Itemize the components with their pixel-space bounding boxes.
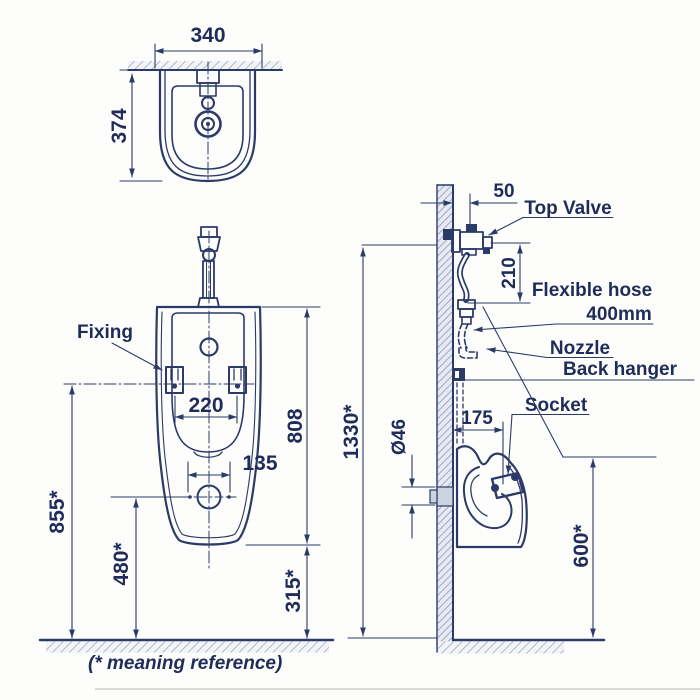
- nozzle: [458, 345, 478, 359]
- dim-210: 210: [467, 242, 531, 304]
- dim-135: 135: [187, 452, 278, 493]
- dim-340: 340: [154, 24, 263, 69]
- dim-480-text: 480*: [110, 542, 133, 586]
- dim-dia46-text: Ø46: [389, 419, 410, 455]
- back-hanger-label-text: Back hanger: [563, 359, 678, 380]
- top-valve-side: [443, 224, 493, 256]
- front-view: Fixing 220 135 808 855*: [38, 226, 335, 674]
- flexible-hose: [457, 323, 469, 349]
- dim-50-text: 50: [493, 181, 514, 202]
- dim-175-text: 175: [461, 408, 493, 429]
- fixing-bracket-right: [228, 366, 247, 394]
- back-hanger-callout: Back hanger: [462, 359, 695, 381]
- dim-374: 374: [108, 69, 163, 182]
- dim-600-text: 600*: [570, 524, 593, 568]
- dim-220-text: 220: [188, 394, 223, 417]
- socket: [490, 471, 525, 500]
- reference-note: (* meaning reference): [88, 653, 282, 674]
- top-valve-callout: Top Valve: [488, 198, 614, 236]
- flexible-hose-callout: Flexible hose 400mm: [473, 280, 654, 333]
- nozzle-callout: Nozzle: [486, 338, 614, 359]
- side-view: 50 Top Valve 210: [340, 181, 695, 654]
- urinal-side-profile: [455, 445, 528, 549]
- dim-600: 600*: [482, 306, 657, 638]
- back-hanger: [452, 368, 465, 444]
- flexible-hose-label-text: Flexible hose: [532, 280, 652, 301]
- dim-340-text: 340: [190, 24, 225, 47]
- fixing-bracket-left: [165, 366, 184, 394]
- dim-855-text: 855*: [46, 490, 69, 534]
- top-view: 340 374: [108, 24, 283, 183]
- dim-315: 315*: [282, 546, 310, 639]
- floor-front-view: [38, 638, 335, 653]
- dim-1330: 1330*: [340, 244, 438, 639]
- wall: [436, 184, 454, 653]
- fixing-label-text: Fixing: [77, 322, 133, 343]
- dim-480: 480*: [110, 496, 187, 639]
- dim-220: 220: [174, 394, 238, 424]
- nozzle-label-text: Nozzle: [550, 338, 610, 359]
- urinal-top-outline: [158, 68, 257, 183]
- socket-label-text: Socket: [525, 395, 588, 416]
- dim-855: 855*: [46, 385, 75, 639]
- dim-1330-text: 1330*: [340, 404, 363, 460]
- hose-length-text: 400mm: [586, 304, 652, 325]
- supply-pipe: [456, 252, 476, 325]
- dim-dia46: Ø46: [389, 419, 436, 539]
- fixing-callout: Fixing: [77, 322, 163, 371]
- dim-315-text: 315*: [282, 569, 305, 613]
- dim-210-text: 210: [499, 257, 520, 289]
- dim-175: 175: [452, 408, 504, 485]
- dim-808-text: 808: [284, 408, 307, 443]
- socket-callout: Socket: [505, 395, 590, 475]
- dim-50: 50: [420, 181, 518, 228]
- dim-374-text: 374: [108, 108, 131, 143]
- wall-hatch-top-view: [128, 61, 282, 70]
- dim-808: 808: [245, 306, 321, 546]
- urinal-front-outline: [155, 305, 262, 546]
- urinal-top-bowl: [171, 85, 244, 170]
- wall-outlet-penetration: [429, 486, 454, 507]
- floor-side-view: [438, 638, 606, 654]
- top-valve-label-text: Top Valve: [524, 198, 611, 219]
- dim-135-text: 135: [242, 452, 277, 475]
- urinal-front-bowl: [171, 312, 245, 453]
